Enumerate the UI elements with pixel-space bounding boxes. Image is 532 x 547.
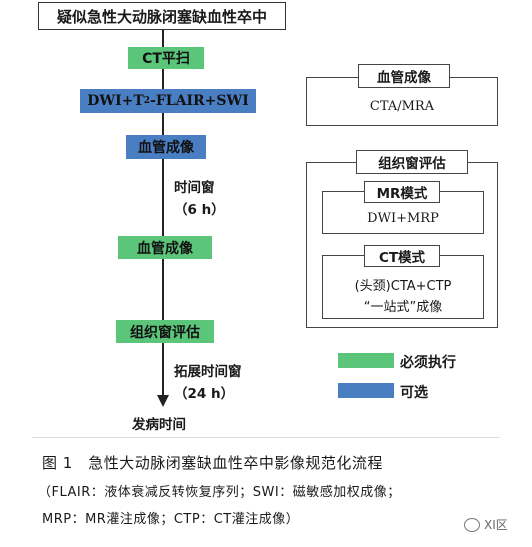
dwi-text-sub: 2 bbox=[143, 96, 151, 106]
tissue-window-text: 组织窗评估 bbox=[130, 324, 200, 341]
legend-optional-label: 可选 bbox=[400, 385, 428, 401]
tissue-panel-title: 组织窗评估 bbox=[356, 150, 468, 174]
watermark: XI区 bbox=[464, 516, 508, 533]
caption-divider bbox=[32, 437, 500, 438]
tissue-window-box: 组织窗评估 bbox=[116, 320, 214, 343]
figure-caption-note-1: （FLAIR：液体衰减反转恢复序列；SWI：磁敏感加权成像； bbox=[38, 485, 401, 500]
legend-required-label: 必须执行 bbox=[400, 355, 456, 371]
timeline-line bbox=[162, 343, 164, 397]
angio-required-box: 血管成像 bbox=[118, 236, 212, 259]
wechat-icon bbox=[464, 517, 480, 532]
connector-line bbox=[162, 113, 164, 135]
onset-time-label: 发病时间 bbox=[132, 417, 186, 433]
ct-plain-scan-text: CT平扫 bbox=[142, 51, 190, 67]
connector-line bbox=[162, 69, 164, 89]
timeline-line bbox=[162, 159, 164, 236]
connector-line bbox=[162, 30, 164, 47]
angio-optional-text: 血管成像 bbox=[138, 140, 194, 156]
mr-mode-content: DWI+MRP bbox=[367, 211, 439, 226]
ct-plain-scan-box: CT平扫 bbox=[128, 47, 204, 69]
ct-mode-title: CT模式 bbox=[364, 245, 440, 267]
extended-window-value: （24 h） bbox=[174, 386, 235, 402]
angio-optional-box: 血管成像 bbox=[126, 135, 206, 159]
extended-window-label: 拓展时间窗 bbox=[174, 364, 242, 380]
connector-line bbox=[162, 259, 164, 320]
figure-caption-note-2: MRP：MR灌注成像；CTP：CT灌注成像） bbox=[42, 512, 300, 527]
ct-mode-content-line1: (头颈)CTA+CTP bbox=[354, 279, 452, 294]
dwi-text-post: -FLAIR+SWI bbox=[150, 93, 249, 109]
mr-mode-title: MR模式 bbox=[364, 181, 440, 203]
time-window-value: （6 h） bbox=[174, 202, 225, 218]
figure-caption-title: 图 1 急性大动脉闭塞缺血性卒中影像规范化流程 bbox=[42, 454, 383, 472]
arrow-down-icon bbox=[157, 395, 169, 407]
title-box-text: 疑似急性大动脉闭塞缺血性卒中 bbox=[56, 7, 267, 26]
angio-panel-title: 血管成像 bbox=[358, 64, 450, 88]
legend-required-swatch bbox=[338, 353, 394, 368]
time-window-label: 时间窗 bbox=[174, 180, 215, 196]
angio-panel-content: CTA/MRA bbox=[369, 99, 435, 114]
watermark-text: XI区 bbox=[484, 518, 508, 532]
ct-mode-content-line2: “一站式”成像 bbox=[363, 300, 443, 315]
dwi-text-pre: DWI+T bbox=[87, 93, 144, 109]
title-box: 疑似急性大动脉闭塞缺血性卒中 bbox=[38, 2, 286, 30]
angio-required-text: 血管成像 bbox=[137, 240, 193, 257]
legend-optional-swatch bbox=[338, 383, 394, 398]
